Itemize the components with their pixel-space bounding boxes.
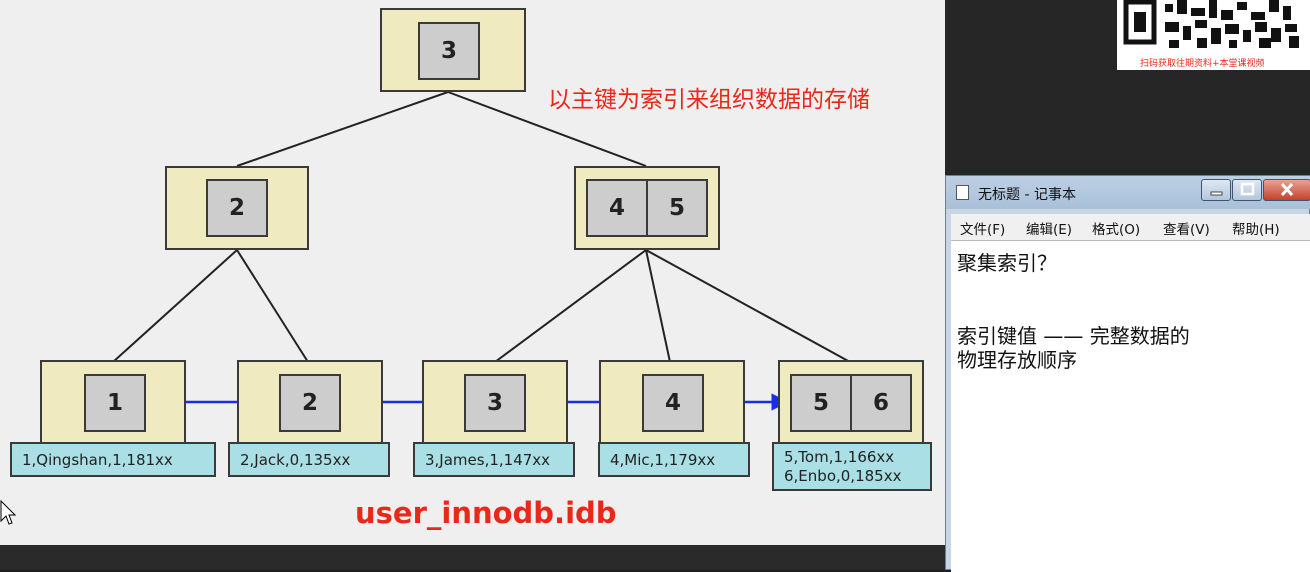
leaf-4-key: 4 <box>642 374 704 432</box>
leaf-3-row: 3,James,1,147xx <box>413 442 575 477</box>
minimize-icon <box>1210 191 1223 196</box>
menu-edit[interactable]: 编辑(E) <box>1026 222 1073 238</box>
bottom-bar <box>0 545 945 570</box>
slide-caption: 以主键为索引来组织数据的存储 <box>548 87 870 113</box>
leaf-node-4: 4 <box>599 360 745 444</box>
close-button[interactable] <box>1263 179 1310 201</box>
notepad-icon <box>956 185 969 200</box>
leaf-5-rows: 5,Tom,1,166xx 6,Enbo,0,185xx <box>772 442 932 491</box>
leaf-2-key: 2 <box>279 374 341 432</box>
menu-file[interactable]: 文件(F) <box>960 222 1006 238</box>
edge-b45-leaf5 <box>645 249 851 363</box>
notepad-title: 无标题 - 记事本 <box>978 187 1076 203</box>
leaf-5-row-1: 5,Tom,1,166xx <box>784 447 895 466</box>
edge-b45-leaf3 <box>494 249 647 363</box>
edge-root-left <box>236 91 449 167</box>
leaf-1-row: 1,Qingshan,1,181xx <box>10 442 216 477</box>
menu-help[interactable]: 帮助(H) <box>1232 222 1280 238</box>
root-key: 3 <box>418 22 480 80</box>
notepad-text-area[interactable]: 聚集索引？ 索引键值 —— 完整数据的 物理存放顺序 <box>951 240 1310 572</box>
minimize-button[interactable] <box>1201 179 1231 201</box>
branch-right-key-2: 5 <box>646 179 708 237</box>
notepad-line-1: 聚集索引？ <box>957 251 1057 275</box>
presentation-slide: 3 2 4 5 1 2 3 4 5 6 1,Qingshan,1,181xx 2… <box>0 0 945 545</box>
leaf-node-1: 1 <box>40 360 186 444</box>
qr-code-image <box>1122 0 1299 50</box>
leaf-2-row: 2,Jack,0,135xx <box>228 442 390 477</box>
leaf-node-2: 2 <box>237 360 383 444</box>
branch-right-key-1: 4 <box>586 179 648 237</box>
notepad-menu-bar: 文件(F) 编辑(E) 格式(O) 查看(V) 帮助(H) <box>951 214 1310 240</box>
branch-left-key: 2 <box>206 179 268 237</box>
mouse-cursor-icon <box>0 500 16 525</box>
notepad-line-4: 索引键值 —— 完整数据的 <box>957 324 1190 348</box>
leaf-5-row-2: 6,Enbo,0,185xx <box>784 466 902 485</box>
leaf-4-row: 4,Mic,1,179xx <box>598 442 750 477</box>
leaf-node-5: 5 6 <box>778 360 924 444</box>
notepad-title-bar[interactable]: 无标题 - 记事本 <box>946 176 1310 209</box>
leaf-5-key-1: 5 <box>790 374 852 432</box>
notepad-window: 无标题 - 记事本 文件(F) 编辑(E) 格式(O) 查看(V) 帮助(H) … <box>945 175 1310 572</box>
edge-root-right <box>447 91 647 167</box>
file-name-label: user_innodb.idb <box>355 496 617 530</box>
edge-b2-leaf1 <box>112 249 238 363</box>
qr-caption: 扫码获取往期资料+本堂课视频 <box>1140 59 1265 69</box>
close-icon <box>1280 182 1294 197</box>
qr-code-panel: 扫码获取往期资料+本堂课视频 <box>1117 0 1310 70</box>
edge-b45-leaf4 <box>645 249 671 363</box>
leaf-5-key-2: 6 <box>850 374 912 432</box>
maximize-button[interactable] <box>1232 179 1262 201</box>
branch-node-left: 2 <box>165 166 309 250</box>
leaf-3-key: 3 <box>464 374 526 432</box>
leaf-node-3: 3 <box>422 360 568 444</box>
notepad-line-5: 物理存放顺序 <box>957 348 1077 372</box>
menu-format[interactable]: 格式(O) <box>1092 222 1141 238</box>
root-node: 3 <box>380 8 526 92</box>
edge-b2-leaf2 <box>236 249 309 363</box>
maximize-icon <box>1240 182 1255 196</box>
branch-node-right: 4 5 <box>574 166 720 250</box>
leaf-1-key: 1 <box>84 374 146 432</box>
menu-view[interactable]: 查看(V) <box>1163 222 1210 238</box>
